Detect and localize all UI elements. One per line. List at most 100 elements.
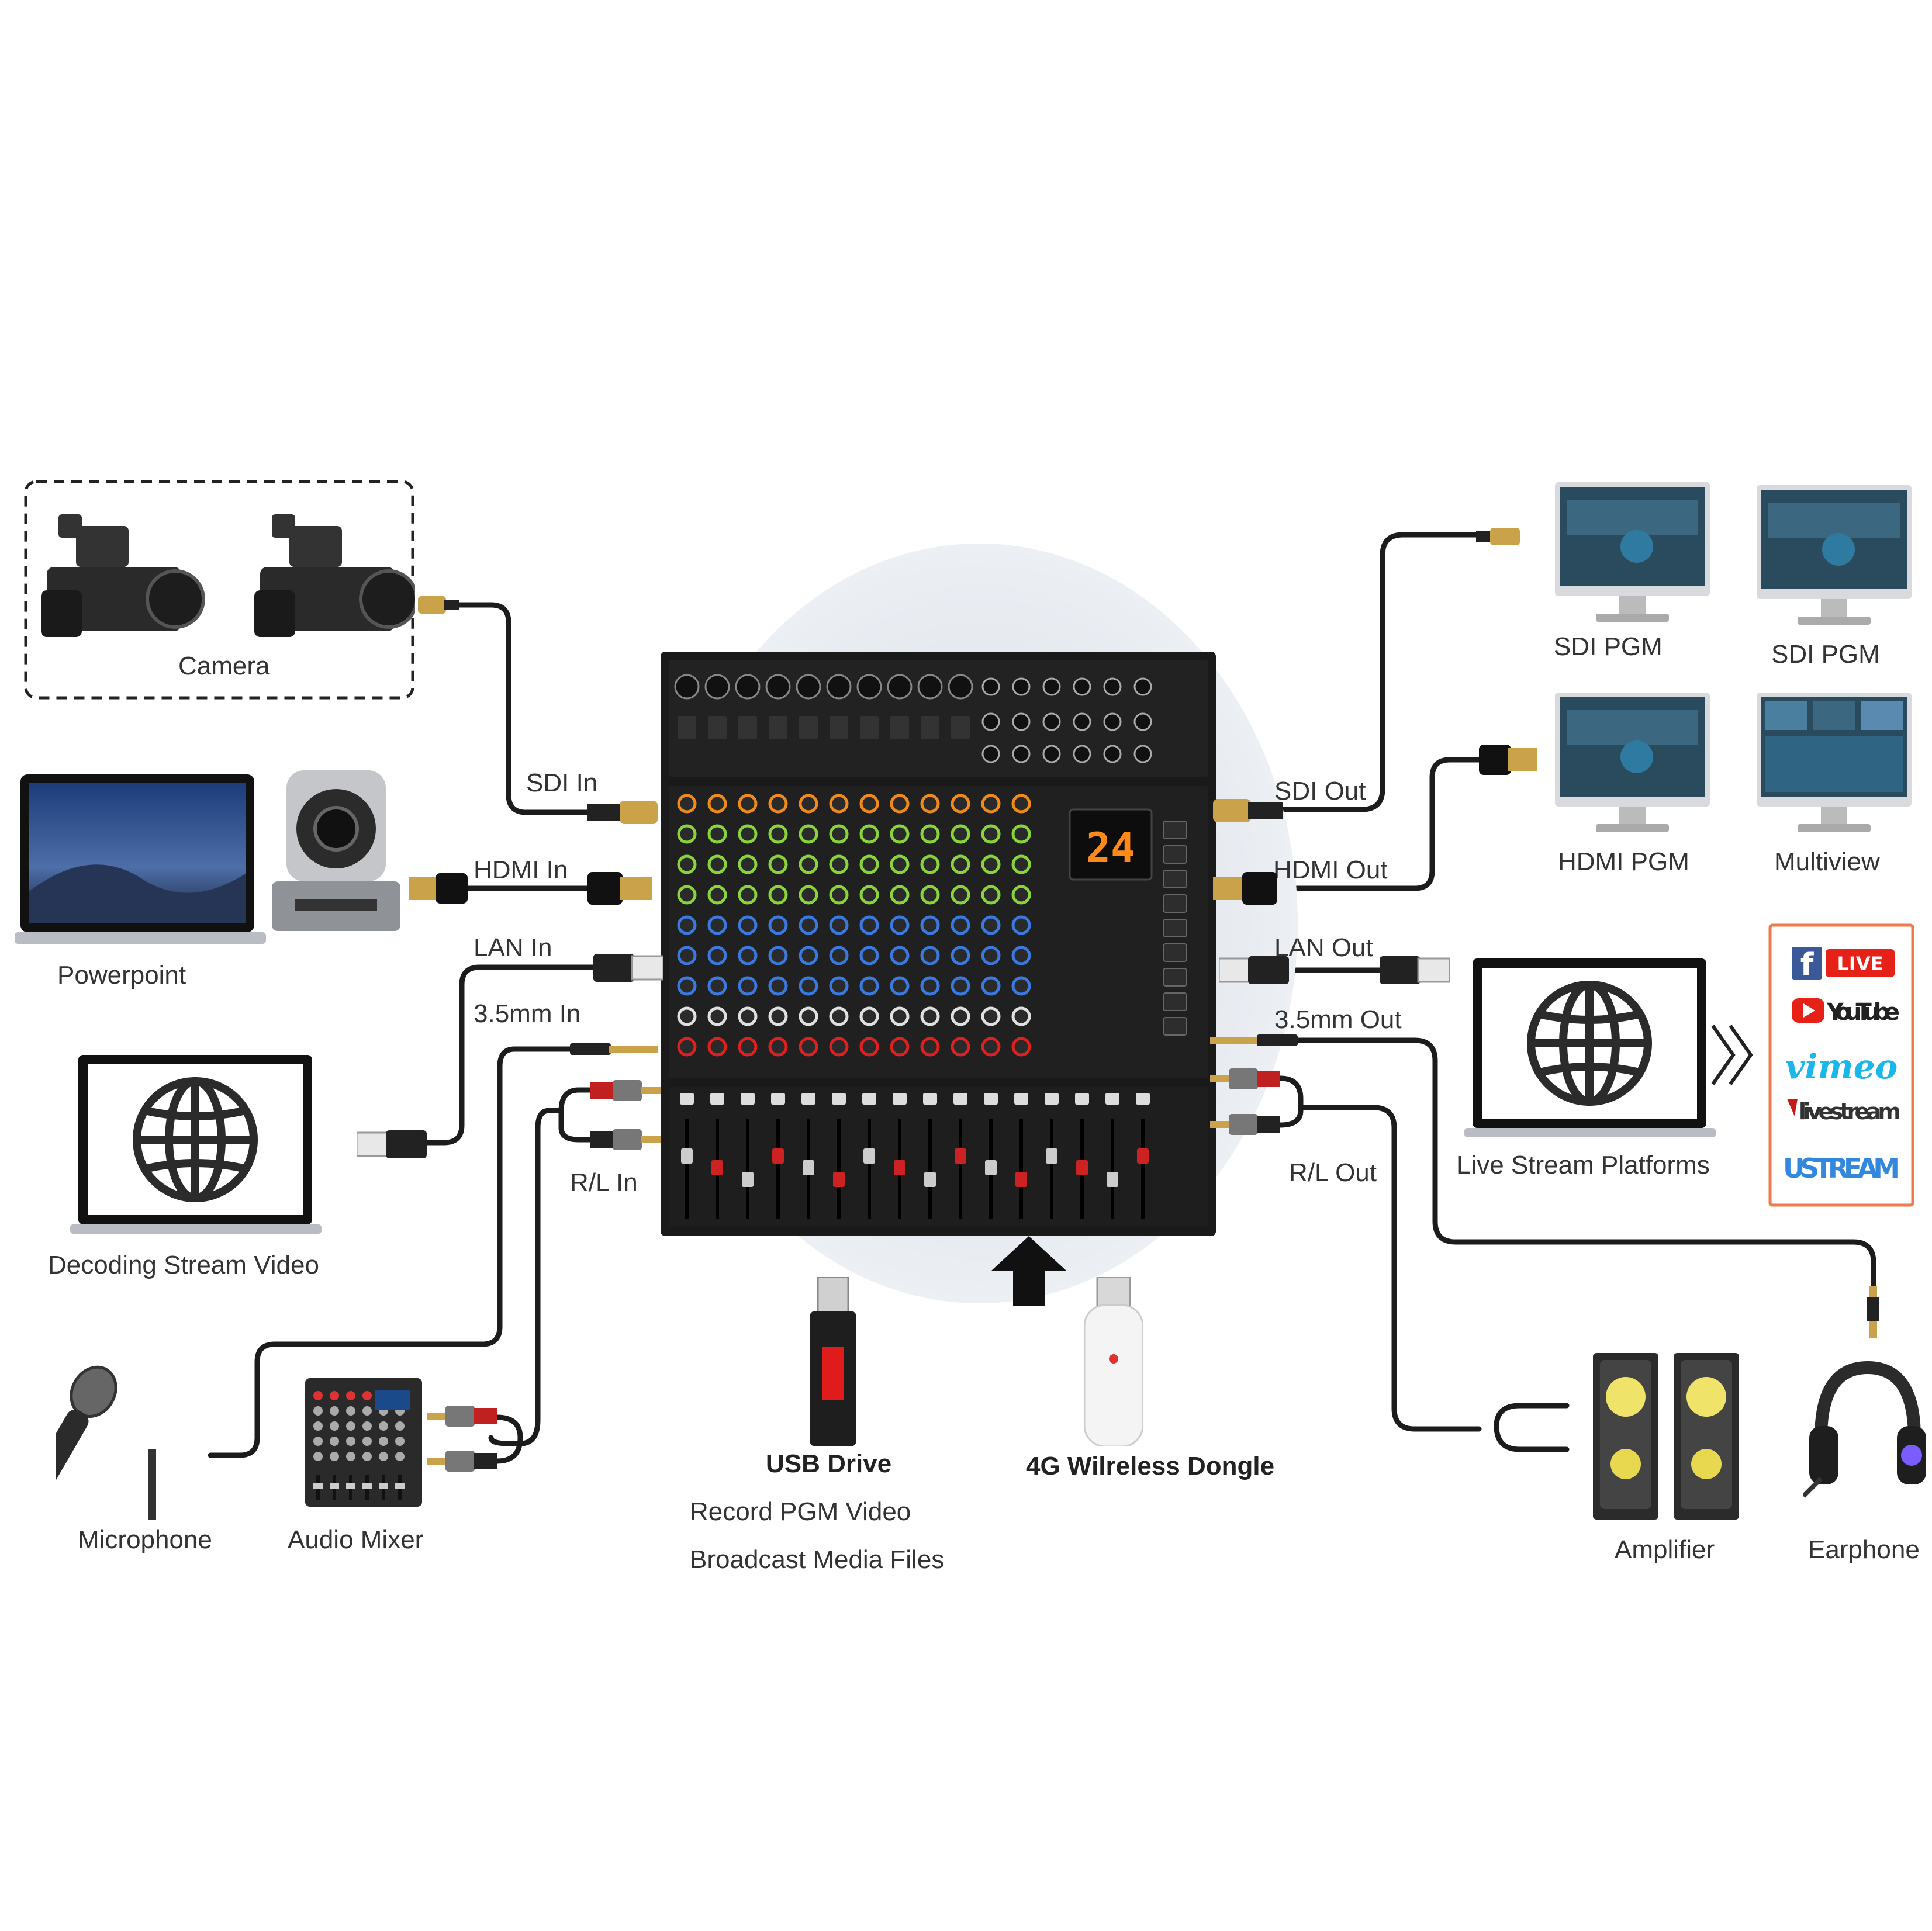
channel-knob	[951, 1006, 970, 1026]
rj45-connector-icon	[1219, 956, 1289, 984]
ptz-camera-icon	[272, 770, 400, 931]
channel-knob	[707, 854, 727, 874]
rca-connector-icon	[427, 1406, 497, 1427]
audio-jack-icon	[1210, 1034, 1298, 1046]
input-jack	[796, 674, 821, 700]
rl-out-label: R/L Out	[1289, 1158, 1377, 1187]
channel-knob	[829, 1037, 849, 1057]
ustream-text: USTREAM	[1783, 1153, 1900, 1184]
sdi-in-label: SDI In	[526, 769, 598, 797]
channel-knob	[829, 854, 849, 874]
input-jack	[826, 674, 852, 700]
hdmi-connector-icon	[1479, 745, 1537, 775]
audio-mixer-icon	[305, 1378, 422, 1507]
hdmi-connector-icon	[409, 873, 468, 904]
channel-knob	[738, 854, 758, 874]
channel-knob	[920, 885, 940, 905]
mm-out-cable	[1283, 1037, 1876, 1289]
rca-connector-icon	[1210, 1068, 1280, 1089]
bnc-connector-icon	[1213, 799, 1283, 822]
channel-fader	[711, 1160, 723, 1175]
channel-knob	[890, 1006, 910, 1026]
rl-out-cable-down	[1298, 1105, 1482, 1432]
bnc-connector-icon	[1476, 528, 1520, 545]
channel-knob	[859, 946, 879, 965]
channel-fader	[1046, 1148, 1057, 1164]
channel-knob	[738, 946, 758, 965]
channel-fader	[833, 1172, 845, 1187]
channel-knob	[677, 1037, 697, 1057]
rl-in-cable-down	[488, 1108, 564, 1446]
channel-knob	[799, 915, 818, 935]
rj45-connector-icon	[1380, 956, 1450, 984]
channel-knob	[707, 976, 727, 996]
lan-in-label: LAN In	[474, 933, 552, 962]
channel-knob	[890, 1037, 910, 1057]
channel-knob	[981, 794, 1001, 814]
channel-knob	[799, 794, 818, 814]
youtube-text: YouTube	[1826, 999, 1900, 1026]
channel-knob	[1011, 1006, 1031, 1026]
channel-knob	[920, 946, 940, 965]
audio-mixer-label: Audio Mixer	[288, 1525, 424, 1554]
channel-knob	[981, 885, 1001, 905]
channel-knob	[859, 824, 879, 844]
rca-connector-icon	[590, 1129, 661, 1150]
speaker-pair-icon	[1593, 1353, 1739, 1520]
channel-knob	[829, 1006, 849, 1026]
channel-knob	[707, 946, 727, 965]
channel-knob	[829, 915, 849, 935]
channel-knob	[920, 1006, 940, 1026]
camcorder-icon	[41, 514, 205, 637]
sdi-out-label: SDI Out	[1274, 777, 1366, 805]
mixer-display: 24	[1086, 824, 1135, 872]
headphones-icon	[1803, 1286, 1926, 1498]
record-pgm-label: Record PGM Video	[690, 1497, 911, 1526]
channel-knob	[981, 1006, 1001, 1026]
input-jack	[856, 674, 882, 700]
channel-knob	[890, 915, 910, 935]
channel-knob	[1011, 824, 1031, 844]
channel-knob	[799, 946, 818, 965]
live-stream-label: Live Stream Platforms	[1457, 1151, 1710, 1179]
channel-knob	[707, 1037, 727, 1057]
hdmi-connector-icon	[1213, 872, 1277, 905]
mm-in-label: 3.5mm In	[474, 999, 581, 1028]
channel-knob	[768, 946, 788, 965]
channel-knob	[951, 794, 970, 814]
channel-knob	[738, 824, 758, 844]
channel-knob	[829, 946, 849, 965]
channel-knob	[981, 946, 1001, 965]
channel-knob	[1011, 885, 1031, 905]
channel-knob	[707, 1006, 727, 1026]
channel-knob	[829, 794, 849, 814]
camcorder-icon	[254, 514, 415, 637]
rj45-connector-icon	[593, 954, 663, 982]
channel-knob	[859, 885, 879, 905]
channel-fader	[924, 1172, 936, 1187]
channel-knob	[890, 946, 910, 965]
channel-knob	[951, 824, 970, 844]
camera-label: Camera	[178, 652, 270, 680]
channel-knob	[951, 1037, 970, 1057]
hdmi-out-label: HDMI Out	[1273, 856, 1388, 884]
channel-knob	[890, 854, 910, 874]
channel-knob	[920, 915, 940, 935]
channel-knob	[859, 915, 879, 935]
input-jack	[704, 674, 730, 700]
channel-knob	[768, 794, 788, 814]
multiview-label: Multiview	[1774, 847, 1880, 876]
channel-knob	[677, 824, 697, 844]
rj45-connector-icon	[357, 1130, 427, 1158]
monitor-icon	[1757, 485, 1912, 625]
channel-fader	[1137, 1148, 1149, 1164]
audio-jack-icon	[570, 1043, 658, 1055]
vimeo-text: vimeo	[1785, 1047, 1898, 1086]
monitor-icon	[1757, 693, 1912, 832]
facebook-live-text: LIVE	[1837, 953, 1883, 975]
channel-knob	[799, 976, 818, 996]
channel-knob	[707, 794, 727, 814]
monitor-icon	[1555, 693, 1710, 832]
